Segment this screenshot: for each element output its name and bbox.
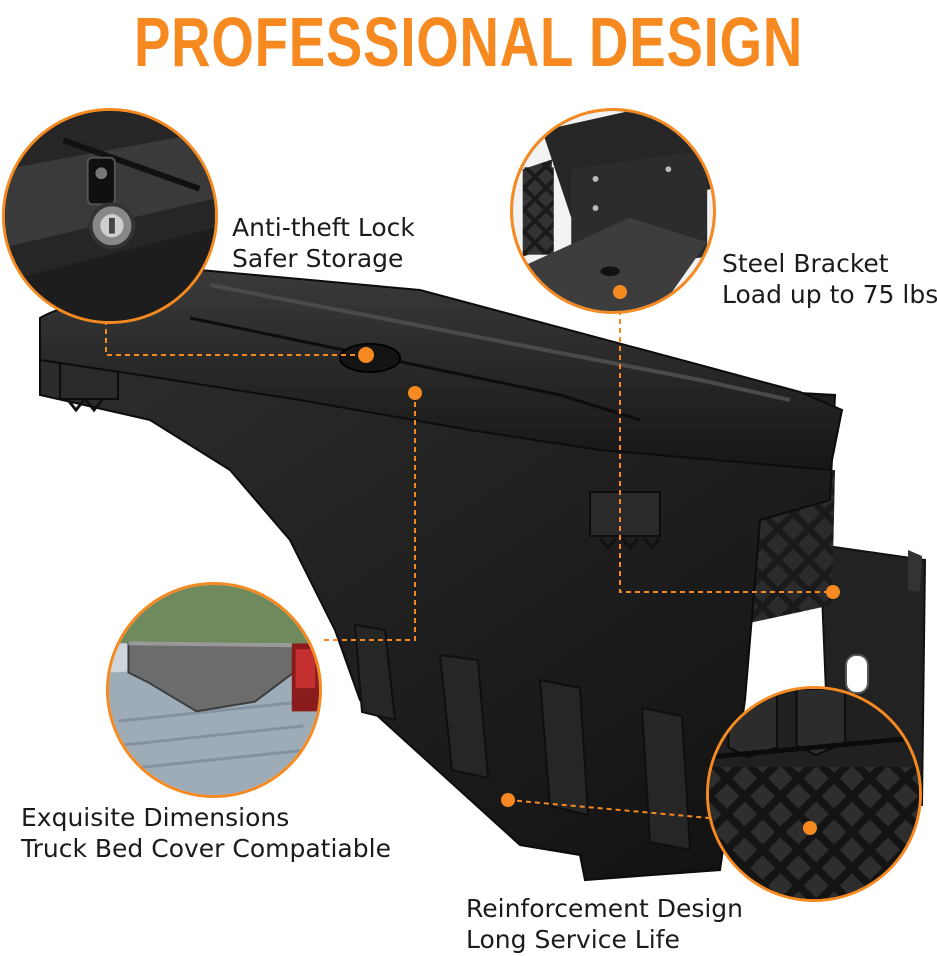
bracket-inset-image: [510, 108, 716, 314]
lock-callout-dot: [359, 348, 373, 362]
reinforcement-ribs: [353, 623, 692, 852]
bracket-callout-dot: [826, 585, 840, 599]
reinforcement-line1: Reinforcement Design: [466, 894, 744, 923]
reinforcement-inset-callout-dot: [803, 821, 817, 835]
reinforcement-label: Reinforcement Design Long Service Life: [466, 893, 743, 955]
anti-theft-lock-line1: Anti-theft Lock: [232, 213, 415, 242]
reinforcement-line2: Long Service Life: [466, 925, 680, 954]
anti-theft-lock-line2: Safer Storage: [232, 244, 404, 273]
dimensions-line2: Truck Bed Cover Compatiable: [21, 834, 391, 863]
dimensions-line1: Exquisite Dimensions: [21, 803, 290, 832]
reinforcement-callout-dot: [501, 793, 515, 807]
lock-inset-image: [2, 108, 218, 324]
steel-bracket-label: Steel Bracket Load up to 75 lbs: [722, 248, 937, 310]
dimensions-callout-dot: [408, 386, 422, 400]
box-body: [39, 348, 837, 882]
page-title: PROFESSIONAL DESIGN: [133, 3, 804, 81]
steel-bracket-line2: Load up to 75 lbs: [722, 280, 937, 309]
truck-bed-inset-image: [106, 582, 322, 798]
bracket-inset-callout-dot: [613, 285, 627, 299]
dimensions-label: Exquisite Dimensions Truck Bed Cover Com…: [21, 802, 391, 864]
reinforcement-inset-image: [706, 686, 922, 902]
steel-bracket-line1: Steel Bracket: [722, 249, 889, 278]
anti-theft-lock-label: Anti-theft Lock Safer Storage: [232, 212, 415, 274]
latch-right: [589, 491, 662, 551]
